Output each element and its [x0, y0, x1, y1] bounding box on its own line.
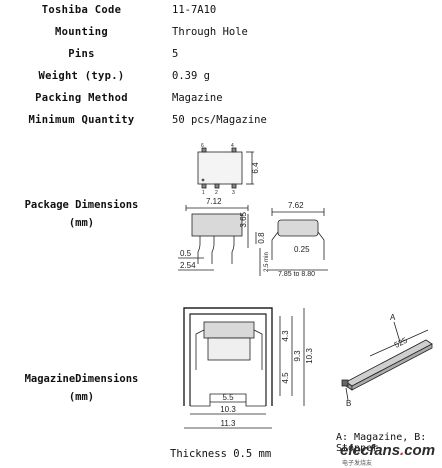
spec-label: Pins [68, 48, 95, 60]
watermark-brand-right: com [404, 442, 436, 459]
dim-side-width: 7.62 [288, 201, 304, 210]
magazine-drawing: 4.3 4.5 9.3 10.3 5.5 10.3 11.3 525 A B [183, 307, 433, 429]
magazine-dimensions-title: MagazineDimensions [24, 373, 139, 385]
package-dimensions-title: Package Dimensions [24, 199, 139, 211]
spec-label: Toshiba Code [41, 4, 122, 16]
thickness-line: Thickness 0.5 mm [170, 448, 271, 460]
spec-label: Minimum Quantity [28, 114, 135, 126]
spec-value: Through Hole [172, 26, 248, 38]
thickness-value: 0.5 mm [233, 448, 272, 460]
dim-lead-span: 7.85 to 8.80 [278, 271, 315, 278]
pin-number: 1 [202, 190, 205, 196]
spec-value: 11-7A10 [172, 4, 217, 16]
watermark-brand-dot: . [400, 442, 405, 459]
spec-value: 0.39 g [172, 70, 210, 82]
pin-number: 2 [215, 190, 218, 196]
spec-row-packing-method: Packing Method Magazine [0, 92, 442, 112]
dim-outer-height: 10.3 [305, 348, 314, 364]
spec-row-minimum-quantity: Minimum Quantity 50 pcs/Magazine [0, 114, 442, 134]
dim-upper: 4.3 [281, 330, 290, 342]
spec-value: Magazine [172, 92, 223, 104]
spec-label: Weight (typ.) [38, 70, 125, 82]
elecfans-watermark: 电子发烧友 elecfans.com [318, 442, 438, 467]
package-dimensions-label: Package Dimensions (mm) [0, 196, 163, 232]
dim-inner-height: 9.3 [293, 350, 302, 362]
dim-lead-width: 0.5 [180, 249, 192, 258]
dim-pitch: 2.54 [180, 261, 196, 270]
magazine-legend: A: Magazine, B: Stopper [336, 432, 427, 454]
pin-number: 6 [201, 143, 204, 149]
magazine-dimensions-label: MagazineDimensions (mm) [0, 370, 163, 406]
magazine-dimensions-unit: (mm) [68, 391, 95, 403]
dim-lower: 4.5 [281, 372, 290, 384]
dim-body-height: 6.4 [251, 162, 260, 174]
package-dimensions-unit: (mm) [68, 217, 95, 229]
spec-row-mounting: Mounting Through Hole [0, 26, 442, 46]
spec-value: 50 pcs/Magazine [172, 114, 267, 126]
dim-inner-width: 10.3 [220, 405, 236, 414]
dim-body-thickness: 3.65 [239, 211, 248, 227]
dim-outer-width: 11.3 [221, 419, 237, 428]
spec-label: Mounting [55, 26, 108, 38]
spec-row-weight: Weight (typ.) 0.39 g [0, 70, 442, 90]
dim-lead-thick: 0.25 [294, 245, 310, 254]
watermark-brand-left: elecfans [340, 442, 401, 459]
dim-body-width: 7.12 [206, 197, 222, 206]
dim-length: 525 [393, 335, 409, 349]
dim-lead-length: 2.5 min [264, 252, 270, 272]
spec-value: 5 [172, 48, 179, 60]
callout-b: B [346, 399, 351, 408]
dim-slot: 5.5 [222, 393, 234, 402]
pin-number: 3 [232, 190, 235, 196]
spec-row-toshiba-code: Toshiba Code 11-7A10 [0, 4, 442, 24]
watermark-brand: elecfans.com [340, 442, 435, 459]
spec-label: Packing Method [35, 92, 128, 104]
pin-number: 4 [231, 143, 234, 149]
watermark-chinese: 电子发烧友 [342, 460, 373, 467]
thickness-label: Thickness [170, 448, 227, 460]
callout-a: A [390, 313, 396, 322]
spec-row-pins: Pins 5 [0, 48, 442, 68]
package-drawing: 6 4 1 2 3 6.4 7.12 7.62 3.65 0.8 0.25 0.… [178, 143, 328, 278]
dim-offset: 0.8 [257, 232, 266, 244]
